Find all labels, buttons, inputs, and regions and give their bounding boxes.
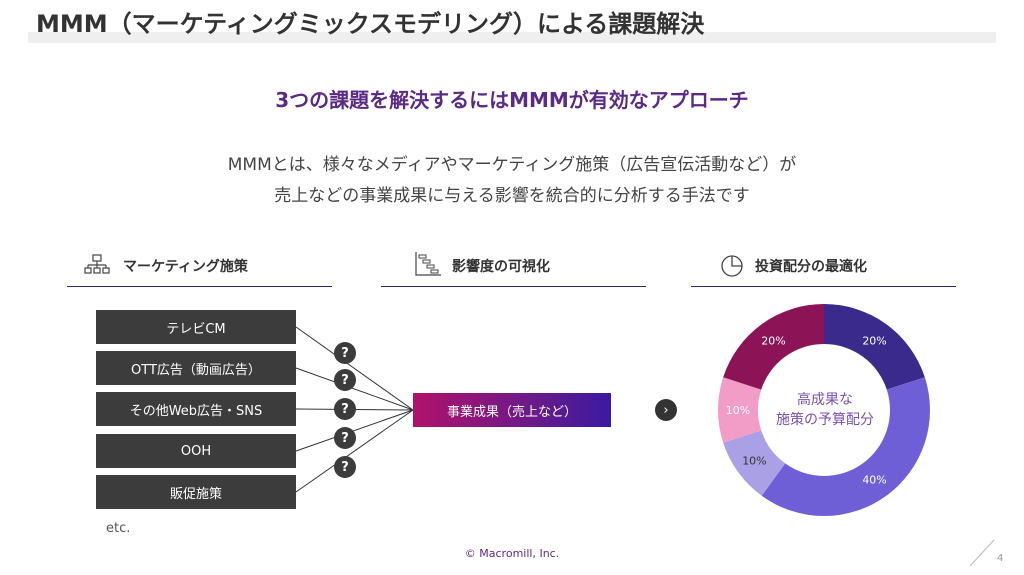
stair-chart-icon [415, 252, 441, 276]
chevron-right-icon: › [655, 399, 677, 421]
question-mark-icon: ? [334, 398, 356, 420]
donut-segment-label: 10% [726, 404, 750, 417]
budget-donut-chart: 20% 40% 10% 10% 20% [718, 304, 930, 516]
donut-segment-label: 10% [742, 455, 766, 468]
section-divider [381, 286, 646, 287]
etc-label: etc. [106, 521, 131, 536]
donut-segment [723, 304, 824, 390]
channel-box-web: その他Web広告・SNS [96, 392, 296, 426]
donut-segment [824, 304, 925, 390]
business-result-box: 事業成果（売上など） [413, 393, 611, 427]
channel-box-ooh: OOH [96, 434, 296, 468]
copyright: © Macromill, Inc. [464, 547, 560, 560]
channel-box-tv: テレビCM [96, 310, 296, 344]
question-mark-icon: ? [334, 342, 356, 364]
pie-chart-icon [721, 255, 743, 277]
description-line-1: MMMとは、様々なメディアやマーケティング施策（広告宣伝活動など）が [227, 155, 797, 175]
section-divider [67, 286, 332, 287]
donut-segment-label: 20% [862, 334, 886, 347]
page-slash-decoration [969, 539, 995, 567]
section-divider [691, 286, 956, 287]
section-label-visualization: 影響度の可視化 [452, 259, 550, 275]
donut-segment [723, 430, 786, 496]
donut-center-label: 高成果な 施策の予算配分 [760, 390, 890, 430]
org-chart-icon [84, 254, 110, 274]
headline: 3つの課題を解決するにはMMMが有効なアプローチ [275, 88, 749, 112]
donut-center-line-1: 高成果な [797, 392, 853, 408]
donut-center-line-2: 施策の予算配分 [776, 412, 874, 428]
question-mark-icon: ? [334, 427, 356, 449]
question-mark-icon: ? [334, 369, 356, 391]
channel-box-ott: OTT広告（動画広告） [96, 351, 296, 385]
question-mark-icon: ? [334, 456, 356, 478]
donut-segment-label: 20% [761, 334, 785, 347]
title-underline-band [28, 32, 996, 43]
page-number: 4 [997, 553, 1004, 564]
slide-title: MMM（マーケティングミックスモデリング）による課題解決 [36, 10, 705, 38]
section-label-allocation: 投資配分の最適化 [755, 259, 867, 275]
description-line-2: 売上などの事業成果に与える影響を統合的に分析する手法です [274, 186, 750, 206]
channel-box-promo: 販促施策 [96, 475, 296, 509]
donut-segment-label: 40% [862, 474, 886, 487]
donut-segment [718, 377, 762, 443]
donut-segment [761, 377, 930, 516]
section-label-marketing: マーケティング施策 [123, 259, 248, 275]
